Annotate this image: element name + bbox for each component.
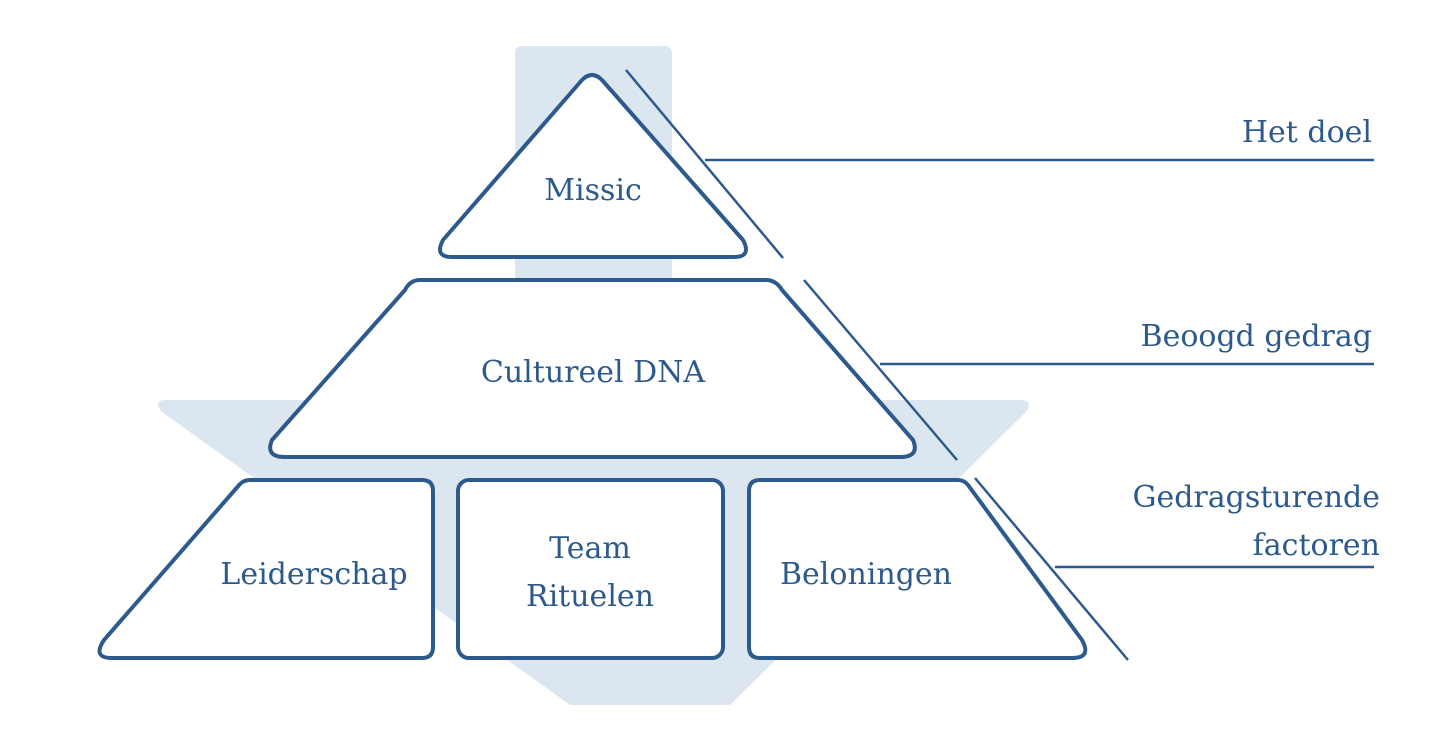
level-bottom-left-label: Leiderschap xyxy=(220,557,407,592)
side-diagonal-middle xyxy=(803,279,958,461)
side-label-behavior: Beoogd gedrag xyxy=(1141,319,1372,354)
level-bottom-center-label-line2: Rituelen xyxy=(526,579,654,614)
pyramid-level-middle xyxy=(268,278,917,459)
pyramid-level-top xyxy=(438,73,748,259)
level-bottom-center-label-line1: Team xyxy=(549,531,631,566)
level-top-label: Missic xyxy=(544,173,642,208)
pyramid-level-bottom-left xyxy=(97,478,435,660)
pyramid-level-bottom-right xyxy=(747,478,1088,660)
side-label-factors-line1: Gedragsturende xyxy=(1133,480,1381,515)
side-label-factors-line2: factoren xyxy=(1253,528,1380,563)
side-diagonal-top xyxy=(625,69,784,259)
side-diagonal-bottom xyxy=(974,477,1129,661)
side-label-goal: Het doel xyxy=(1242,115,1372,150)
pyramid-level-bottom-center xyxy=(456,478,725,660)
level-bottom-right-label: Beloningen xyxy=(780,557,952,592)
level-middle-label: Cultureel DNA xyxy=(481,355,706,390)
